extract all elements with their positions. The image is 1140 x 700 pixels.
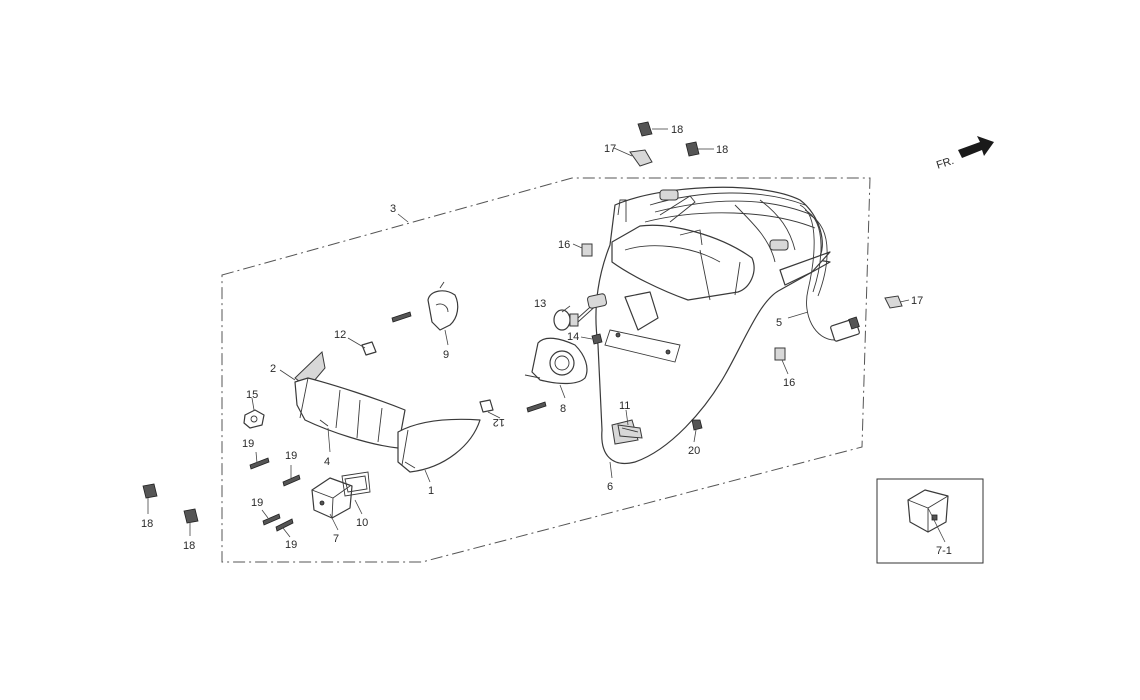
callout-12a: 12 (334, 329, 346, 341)
callout-16b: 16 (783, 377, 795, 389)
callout-4: 4 (324, 456, 330, 468)
bulb-holder-bracket (524, 337, 588, 385)
clip-11 (617, 424, 643, 439)
callout-17a: 17 (604, 143, 616, 155)
callout-19b: 19 (285, 450, 297, 462)
wire-harness (799, 204, 860, 342)
inset-box (876, 478, 984, 564)
screw-14 (591, 333, 603, 345)
assembly-boundary (221, 177, 871, 563)
bulb-13 (553, 293, 607, 331)
callout-3: 3 (390, 203, 396, 215)
leader-lines (147, 128, 946, 543)
callout-13: 13 (534, 298, 546, 310)
cover-9 (427, 281, 459, 331)
bolt-18d (183, 508, 199, 524)
callout-18a: 18 (671, 124, 683, 136)
callout-19c: 19 (251, 497, 263, 509)
direction-label: FR. (935, 155, 956, 172)
callout-18b: 18 (716, 144, 728, 156)
grommet-15 (243, 409, 265, 429)
screw-19a (249, 457, 270, 470)
screw-b (526, 401, 547, 413)
reflector-7 (311, 477, 353, 519)
lens-1 (397, 418, 481, 473)
callout-14: 14 (567, 331, 579, 343)
fastener-17b (884, 295, 903, 309)
gasket-10 (341, 471, 371, 497)
clip-16a (581, 243, 593, 257)
callout-19d: 19 (285, 539, 297, 551)
bolt-18a (637, 121, 653, 137)
callout-5: 5 (776, 317, 782, 329)
callout-10: 10 (356, 517, 368, 529)
callout-19a: 19 (242, 438, 254, 450)
callout-15: 15 (246, 389, 258, 401)
callout-6: 6 (607, 481, 613, 493)
clip-16b (774, 347, 786, 361)
callout-17b: 17 (911, 295, 923, 307)
socket-12b (479, 399, 494, 413)
callout-1: 1 (428, 485, 434, 497)
tail-lens-assembly (294, 350, 406, 449)
screw-19b (282, 474, 301, 487)
callout-11: 11 (619, 400, 630, 412)
nut-20 (691, 419, 703, 431)
callout-20: 20 (688, 445, 700, 457)
screw-19d (275, 518, 294, 532)
rear-fender-housing (595, 186, 831, 464)
screw-a (391, 311, 412, 323)
callout-2: 2 (270, 363, 276, 375)
callout-8: 8 (560, 403, 566, 415)
bolt-18b (685, 141, 700, 157)
bolt-18c (142, 483, 158, 499)
callout-16a: 16 (558, 239, 570, 251)
inset-part-7-1 (907, 489, 949, 533)
socket-12a (361, 341, 377, 356)
inset-label: 7-1 (936, 545, 952, 557)
callout-7: 7 (333, 533, 339, 545)
callout-12b: 12 (493, 416, 505, 428)
front-direction-arrow (958, 136, 994, 158)
fastener-17a (629, 149, 653, 167)
callout-18d: 18 (183, 540, 195, 552)
screw-19c (262, 513, 281, 526)
callout-9: 9 (443, 349, 449, 361)
callout-18c: 18 (141, 518, 153, 530)
